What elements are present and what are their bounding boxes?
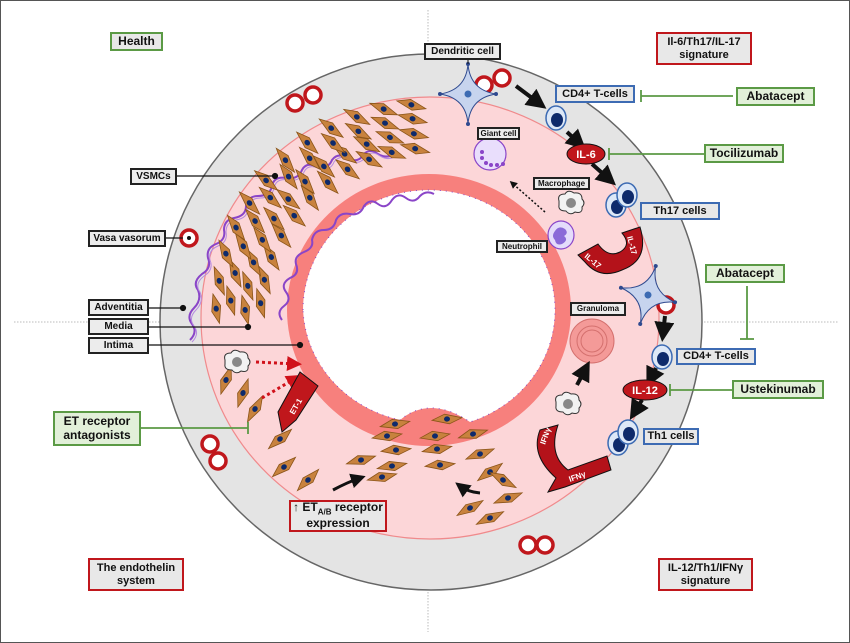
et-antagonists-line2: antagonists bbox=[63, 427, 131, 442]
red-blood-cell bbox=[518, 535, 538, 555]
cd4-tcells-bottom-label: CD4+ T-cells bbox=[676, 348, 756, 365]
vasa-vasorum-text: Vasa vasorum bbox=[93, 232, 161, 244]
cd4-tcell-icon bbox=[545, 105, 567, 131]
endothelin-system-label: The endothelin system bbox=[88, 558, 184, 591]
macrophage-migration-arrow bbox=[509, 181, 546, 213]
il6-label: IL-6 bbox=[576, 149, 596, 161]
intima-label: Intima bbox=[88, 337, 149, 354]
il6-cytokine: IL-6 bbox=[566, 143, 606, 165]
inhibition-lines bbox=[140, 90, 754, 434]
media-label: Media bbox=[88, 318, 149, 335]
red-blood-cell bbox=[208, 451, 228, 471]
receptor-text: receptor bbox=[331, 500, 383, 515]
pathway-arrows bbox=[332, 84, 675, 498]
il17-ribbon: IL-17 IL-17 bbox=[577, 226, 644, 275]
et-expression-line2: expression bbox=[306, 515, 370, 530]
abatacept-top-label: Abatacept bbox=[736, 87, 815, 106]
macrophage-icon bbox=[555, 391, 582, 416]
endothelin-system-text: The endothelin system bbox=[96, 561, 176, 587]
dendritic-cell-label: Dendritic cell bbox=[424, 43, 501, 60]
il12-signature-label: IL-12/Th1/IFNγ signature bbox=[658, 558, 753, 591]
macrophage-text: Macrophage bbox=[537, 178, 586, 188]
granuloma-icon bbox=[569, 318, 615, 364]
et-antagonists-line1: ET receptor bbox=[63, 413, 131, 428]
et-expression-line1: ↑ ETA/B receptor bbox=[293, 500, 383, 517]
ustekinumab-label: Ustekinumab bbox=[732, 380, 824, 399]
il6-signature-label: Il-6/Th17/IL-17 signature bbox=[656, 32, 752, 65]
et-receptor-antagonists-label: ET receptor antagonists bbox=[53, 411, 141, 446]
media-text: Media bbox=[104, 320, 133, 332]
neutrophil-label: Neutrophil bbox=[496, 240, 548, 253]
adventitia-text: Adventitia bbox=[94, 301, 143, 313]
th17-cell-icon bbox=[616, 182, 638, 208]
granuloma-text: Granuloma bbox=[576, 304, 620, 314]
et-text: ET bbox=[302, 500, 318, 515]
cd4-tcells-bottom-text: CD4+ T-cells bbox=[683, 350, 749, 363]
il12-signature-text: IL-12/Th1/IFNγ signature bbox=[667, 561, 744, 587]
et-receptor-expression-label: ↑ ETA/B receptor expression bbox=[289, 500, 387, 532]
macrophage-label: Macrophage bbox=[533, 177, 590, 190]
neutrophil-icon bbox=[547, 220, 575, 250]
red-blood-cell bbox=[492, 68, 512, 88]
giant-cell-label: Giant cell bbox=[477, 127, 520, 140]
il6-signature-text: Il-6/Th17/IL-17 signature bbox=[667, 35, 741, 61]
lumen bbox=[302, 189, 556, 423]
red-blood-cell bbox=[303, 85, 323, 105]
adventitia-label: Adventitia bbox=[88, 299, 149, 316]
health-text: Health bbox=[118, 33, 155, 48]
th1-cells-text: Th1 cells bbox=[647, 430, 695, 443]
th17-cells-text: Th17 cells bbox=[653, 204, 707, 217]
th1-cell-icon bbox=[617, 419, 639, 445]
cd4-tcell-icon bbox=[651, 344, 673, 370]
il12-label: IL-12 bbox=[632, 385, 658, 397]
vsmcs-label: VSMCs bbox=[130, 168, 177, 185]
vsmcs-text: VSMCs bbox=[136, 170, 171, 182]
giant-cell-text: Giant cell bbox=[480, 128, 517, 138]
abatacept-right-label: Abatacept bbox=[705, 264, 785, 283]
vasa-vasorum-vessels bbox=[179, 68, 676, 555]
abatacept-right-text: Abatacept bbox=[715, 265, 774, 280]
cd4-tcells-top-text: CD4+ T-cells bbox=[562, 87, 628, 100]
cd4-tcells-top-label: CD4+ T-cells bbox=[555, 85, 635, 103]
tocilizumab-text: Tocilizumab bbox=[709, 145, 779, 160]
et1-arrow: ET-1 bbox=[277, 371, 319, 433]
il12-cytokine: IL-12 bbox=[622, 379, 668, 401]
dendritic-cell-text: Dendritic cell bbox=[431, 45, 494, 57]
granuloma-label: Granuloma bbox=[570, 302, 626, 316]
intima-text: Intima bbox=[103, 339, 134, 351]
neutrophil-text: Neutrophil bbox=[502, 241, 542, 251]
tocilizumab-label: Tocilizumab bbox=[704, 144, 784, 163]
et1-signal-arrows bbox=[255, 356, 302, 400]
macrophage-icon bbox=[558, 190, 585, 215]
red-blood-cell bbox=[200, 434, 220, 454]
ifng-ribbon: IFNγ IFNγ bbox=[536, 424, 612, 493]
label-leader-lines bbox=[148, 172, 304, 349]
ustekinumab-text: Ustekinumab bbox=[740, 381, 816, 396]
th1-cells-label: Th1 cells bbox=[643, 428, 699, 445]
health-quadrant-label: Health bbox=[110, 32, 163, 51]
internal-elastic-lamina bbox=[278, 191, 435, 321]
th17-cells-label: Th17 cells bbox=[640, 202, 720, 220]
macrophage-icon bbox=[224, 349, 251, 374]
up-arrow-icon: ↑ bbox=[293, 500, 300, 515]
giant-cell-icon bbox=[473, 137, 507, 171]
red-blood-cell bbox=[535, 535, 555, 555]
vasa-vasorum-label: Vasa vasorum bbox=[88, 230, 166, 247]
red-blood-cell bbox=[285, 93, 305, 113]
et-subscript: A/B bbox=[317, 507, 332, 517]
abatacept-top-text: Abatacept bbox=[746, 88, 805, 103]
